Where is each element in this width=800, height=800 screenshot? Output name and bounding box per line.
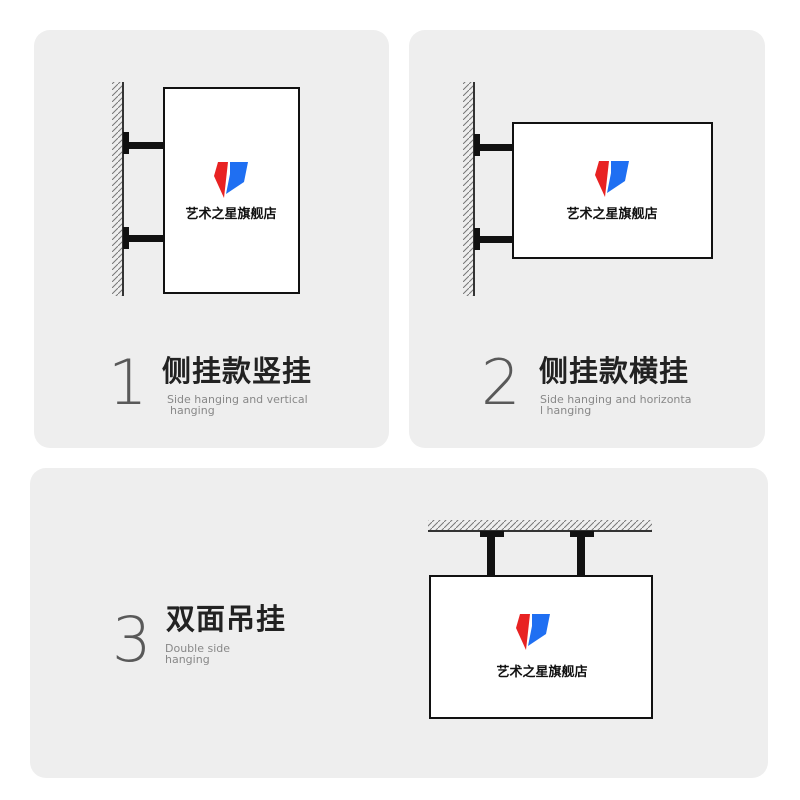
card-number: 3 <box>112 603 152 676</box>
sign-board <box>163 87 300 294</box>
double-side-diagram: 艺术之星旗舰店 <box>428 520 653 719</box>
brand-logo-icon <box>214 162 248 198</box>
card-title: 侧挂款竖挂 <box>162 354 313 388</box>
card-subtitle-line2: l hanging <box>540 404 592 417</box>
brand-name: 艺术之星旗舰店 <box>566 206 657 222</box>
card-number: 2 <box>481 346 521 419</box>
card-side-vertical: 艺术之星旗舰店 1 侧挂款竖挂 Side hanging and vertica… <box>34 30 389 448</box>
card-title: 侧挂款横挂 <box>539 354 690 388</box>
card-number: 1 <box>108 346 148 419</box>
side-vertical-diagram: 艺术之星旗舰店 <box>112 82 300 296</box>
bracket-arm <box>126 235 164 242</box>
brand-name: 艺术之星旗舰店 <box>185 206 276 222</box>
wall-hatch <box>112 82 124 296</box>
bracket-arm <box>126 142 164 149</box>
brand-logo-icon <box>516 614 550 650</box>
wall-hatch <box>463 82 475 296</box>
bracket-arm <box>477 144 513 151</box>
ceiling-hatch <box>428 520 652 530</box>
sign-board <box>429 575 653 719</box>
hanger-rod <box>577 534 585 576</box>
brand-name: 艺术之星旗舰店 <box>496 664 587 680</box>
card-subtitle-line2: hanging <box>170 404 215 417</box>
hanger-rod <box>487 534 495 576</box>
side-horizontal-diagram: 艺术之星旗舰店 <box>463 82 713 296</box>
card-subtitle-line1: Side hanging and horizonta <box>540 393 692 406</box>
card-side-horizontal: 艺术之星旗舰店 2 侧挂款横挂 Side hanging and horizon… <box>409 30 765 448</box>
card-title: 双面吊挂 <box>166 602 287 636</box>
bracket-arm <box>477 236 513 243</box>
card-subtitle-line1: Side hanging and vertical <box>167 393 308 406</box>
brand-logo-icon <box>595 161 629 197</box>
card-subtitle-line1: Double side <box>165 642 231 655</box>
card-double-side: 艺术之星旗舰店 3 双面吊挂 Double side hanging <box>30 468 768 778</box>
sign-board <box>512 122 713 259</box>
card-subtitle-line2: hanging <box>165 653 210 666</box>
